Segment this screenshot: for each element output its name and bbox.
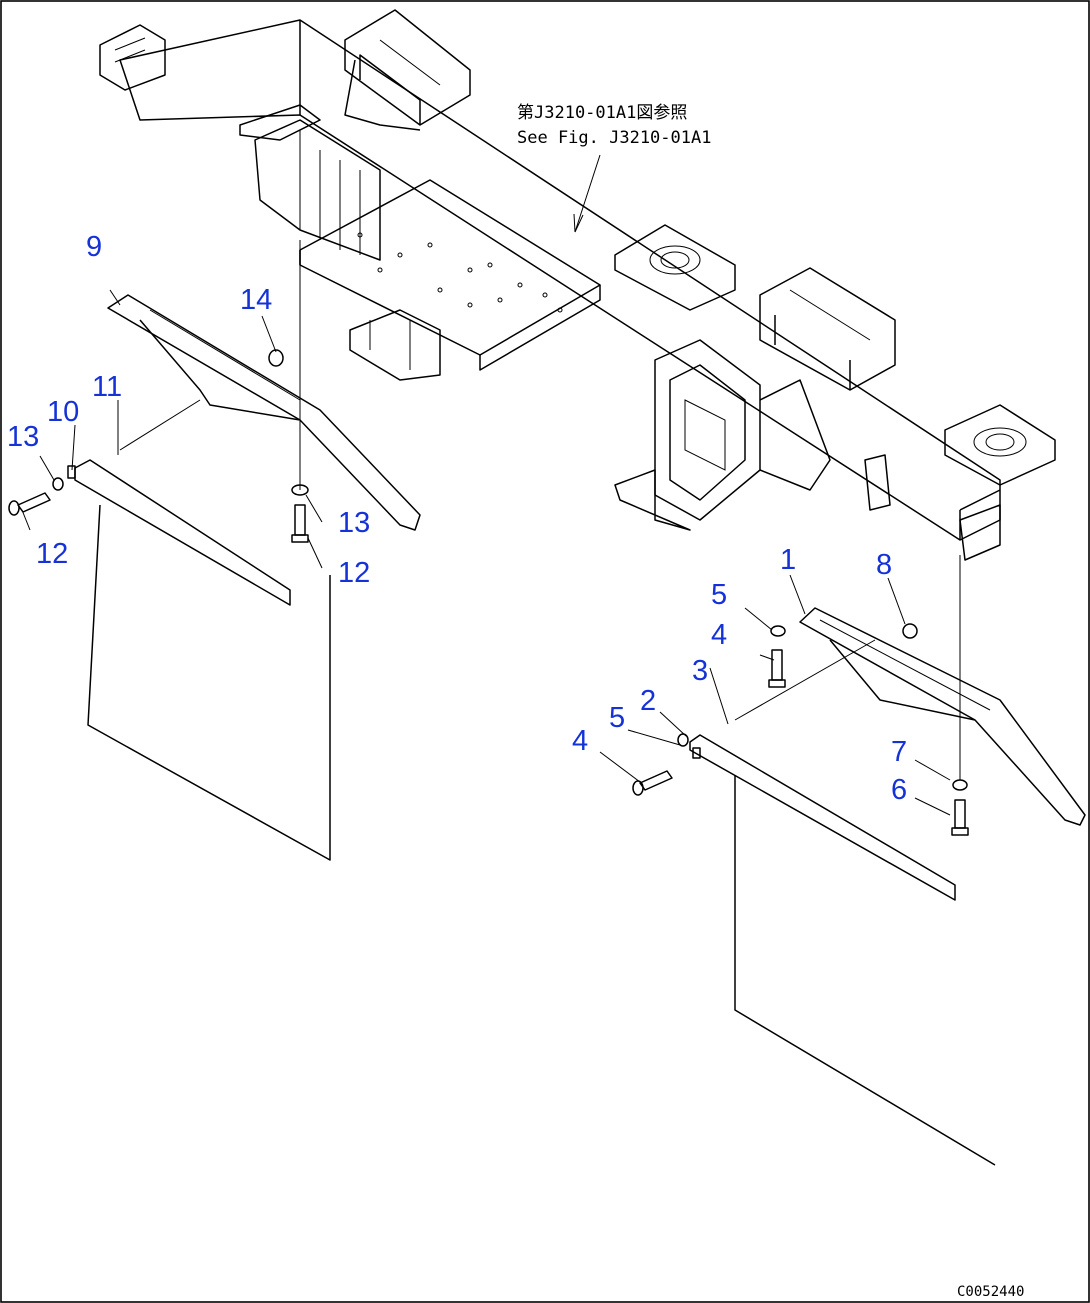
callout-8: 8 <box>876 549 892 581</box>
left-guard-assembly <box>8 240 421 861</box>
callout-1: 1 <box>780 544 796 576</box>
callout-9: 9 <box>86 231 102 263</box>
callout-6: 6 <box>891 774 907 806</box>
callout-7: 7 <box>891 736 907 768</box>
reference-note-jp: 第J3210-01A1図参照 <box>517 103 687 123</box>
callout-4-upper: 4 <box>711 619 727 651</box>
callout-12-left: 12 <box>36 538 68 570</box>
leader-lines <box>21 154 951 816</box>
callout-10: 10 <box>47 396 79 428</box>
callout-2: 2 <box>640 685 656 717</box>
callout-5-lower: 5 <box>609 702 625 734</box>
callout-14: 14 <box>240 284 272 316</box>
callout-5-upper: 5 <box>711 579 727 611</box>
reference-note-en: See Fig. J3210-01A1 <box>517 128 711 148</box>
callout-4-lower: 4 <box>572 725 588 757</box>
main-frame <box>99 9 1056 561</box>
right-guard-assembly <box>632 555 1086 1166</box>
callout-13-left: 13 <box>7 421 39 453</box>
callout-13-center: 13 <box>338 507 370 539</box>
callout-12-center: 12 <box>338 557 370 589</box>
drawing-code: C0052440 <box>957 1284 1024 1300</box>
callout-11: 11 <box>92 371 122 403</box>
callout-3: 3 <box>692 655 708 687</box>
